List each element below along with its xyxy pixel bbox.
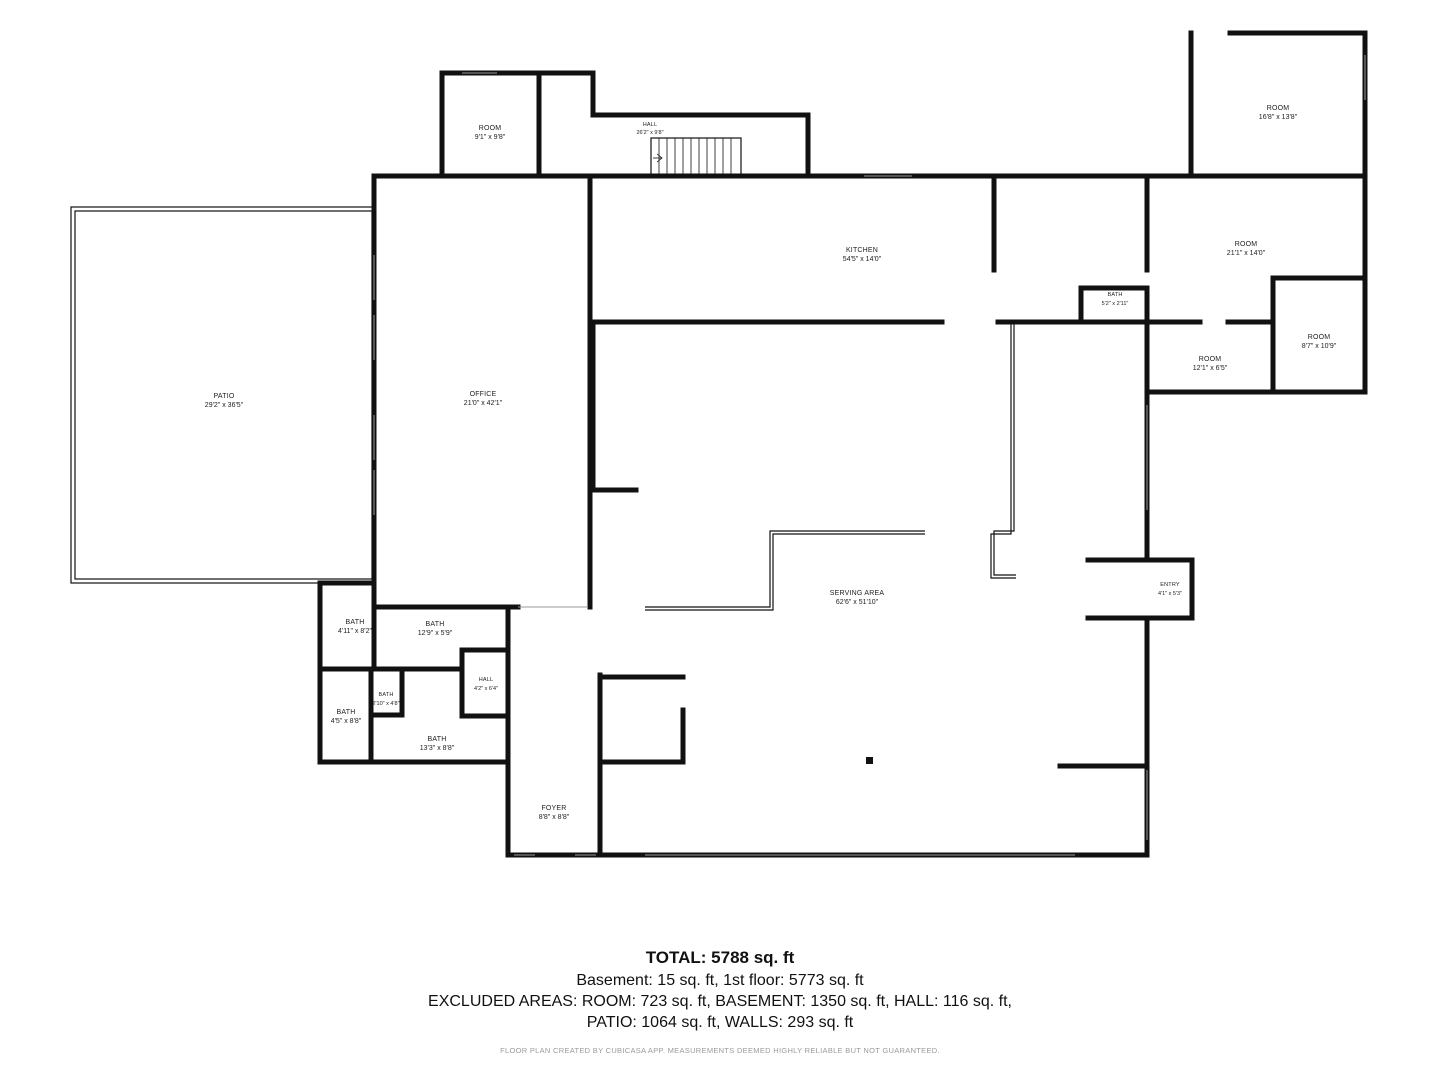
label-bath-5-name: BATH — [428, 736, 447, 743]
label-office-name: OFFICE — [470, 391, 497, 398]
label-bath-2-dims: 12'9" x 5'9" — [418, 630, 453, 637]
label-bath-3-dims: 4'5" x 8'8" — [331, 718, 362, 725]
label-bath-1-dims: 4'11" x 8'2" — [338, 628, 372, 635]
foyer-walls — [505, 606, 603, 858]
label-kitchen-dims: 54'5" x 14'0" — [843, 256, 882, 263]
office-walls — [371, 173, 639, 610]
label-room-mid-right-name: ROOM — [1199, 356, 1222, 363]
label-room-top-left-name: ROOM — [479, 125, 502, 132]
label-hall-top-name: HALL — [643, 122, 658, 128]
room-labels: ROOM 9'1" x 9'8" HALL 26'2" x 9'8" ROOM … — [205, 105, 1337, 821]
label-entry-name: ENTRY — [1160, 582, 1180, 588]
floors-area: Basement: 15 sq. ft, 1st floor: 5773 sq.… — [576, 972, 864, 989]
label-hall-top-dims: 26'2" x 9'8" — [636, 130, 663, 136]
label-hall-small-name: HALL — [479, 677, 494, 683]
excluded-areas-line-2: PATIO: 1064 sq. ft, WALLS: 293 sq. ft — [586, 1014, 854, 1031]
label-bath-small-name: BATH — [1107, 292, 1122, 298]
label-room-top-right-name: ROOM — [1267, 105, 1290, 112]
label-foyer-name: FOYER — [541, 805, 566, 812]
label-bath-4-dims: 2'10" x 4'8" — [372, 701, 399, 707]
entry-walls — [1085, 557, 1195, 621]
right-rooms-walls — [1144, 275, 1368, 395]
label-patio-dims: 29'2" x 36'5" — [205, 402, 244, 409]
label-bath-3-name: BATH — [337, 709, 356, 716]
label-entry-dims: 4'1" x 5'3" — [1158, 591, 1182, 597]
baths-walls — [317, 580, 521, 765]
total-area: TOTAL: 5788 sq. ft — [645, 948, 795, 967]
label-room-top-right-dims: 16'8" x 13'8" — [1259, 114, 1298, 121]
floor-plan: ROOM 9'1" x 9'8" HALL 26'2" x 9'8" ROOM … — [70, 30, 1368, 858]
label-foyer-dims: 8'8" x 8'8" — [539, 814, 570, 821]
excluded-areas-line-1: EXCLUDED AREAS: ROOM: 723 sq. ft, BASEME… — [428, 993, 1012, 1010]
label-kitchen-name: KITCHEN — [846, 247, 878, 254]
small-bath-walls — [1078, 285, 1150, 325]
label-patio-name: PATIO — [214, 393, 235, 400]
label-bath-4-name: BATH — [378, 692, 393, 698]
label-bath-5-dims: 13'3" x 8'8" — [420, 745, 455, 752]
label-room-small-right-dims: 8'7" x 10'9" — [1302, 343, 1337, 350]
top-right-room-walls — [1144, 30, 1368, 395]
serving-area-walls — [590, 319, 1150, 858]
label-bath-1-name: BATH — [346, 619, 365, 626]
label-office-dims: 21'0" x 42'1" — [464, 400, 503, 407]
label-room-small-right-name: ROOM — [1308, 334, 1331, 341]
label-room-mid-right-dims: 12'1" x 6'5" — [1193, 365, 1228, 372]
label-room-right-dims: 21'1" x 14'0" — [1227, 250, 1266, 257]
credit-disclaimer: FLOOR PLAN CREATED BY CUBICASA APP. MEAS… — [500, 1046, 940, 1055]
hall-stairs — [590, 112, 811, 179]
label-bath-2-name: BATH — [426, 621, 445, 628]
top-left-room-walls — [439, 70, 596, 179]
label-serving-area-name: SERVING AREA — [830, 590, 885, 597]
label-hall-small-dims: 4'2" x 6'4" — [474, 686, 498, 692]
label-room-top-left-dims: 9'1" x 9'8" — [475, 134, 506, 141]
label-serving-area-dims: 62'6" x 51'10" — [836, 599, 879, 606]
kitchen-walls — [590, 173, 1203, 325]
label-room-right-name: ROOM — [1235, 241, 1258, 248]
label-bath-small-dims: 5'2" x 2'11" — [1102, 301, 1129, 307]
